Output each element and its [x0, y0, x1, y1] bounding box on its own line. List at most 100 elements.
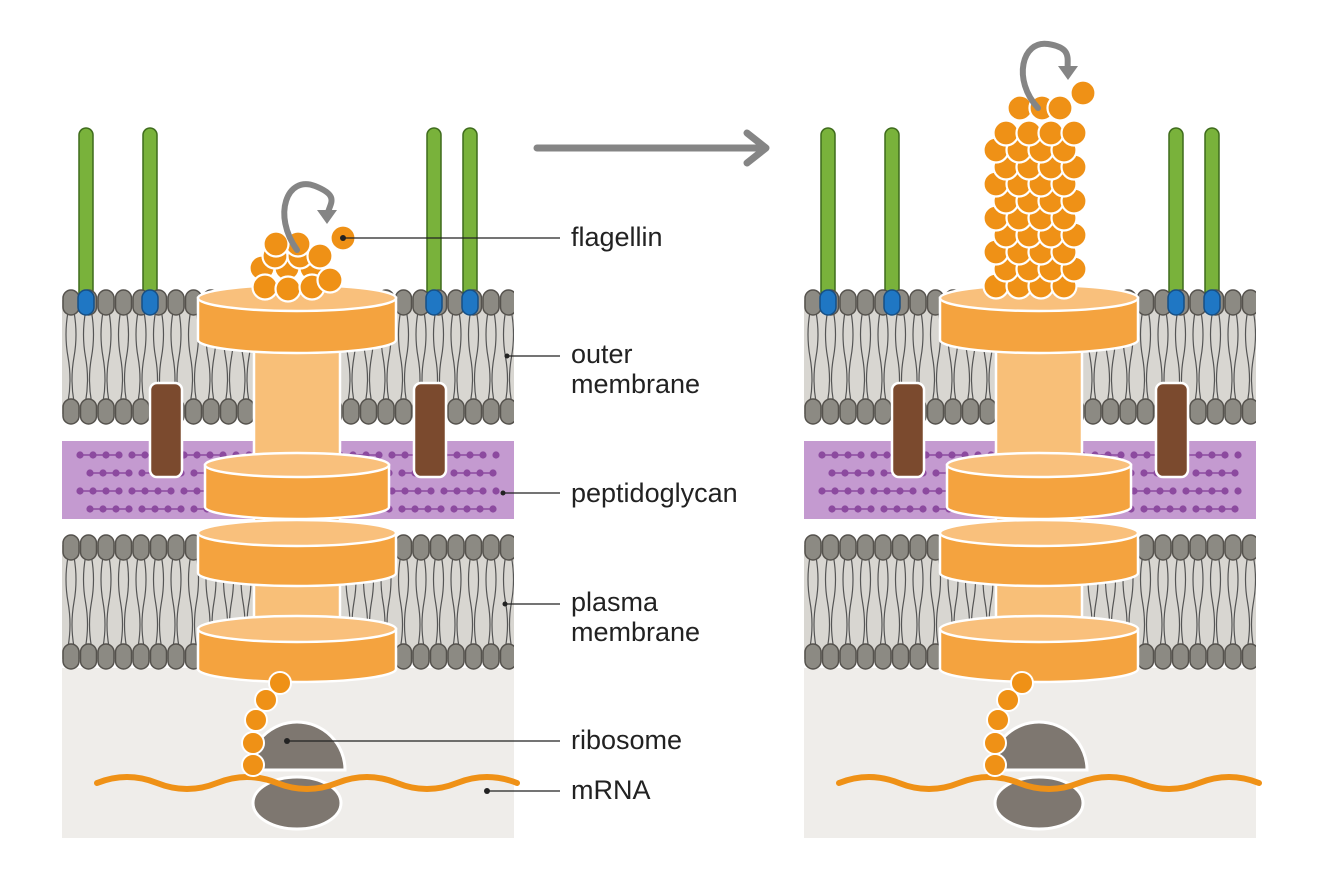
lipid-head [1241, 289, 1256, 316]
lipid-head [1241, 643, 1256, 670]
flagellin-cluster [248, 181, 357, 303]
label-outer-membrane: outer membrane [571, 339, 701, 399]
lipid-head [874, 398, 892, 425]
lipid-head [1136, 289, 1155, 316]
flagellin-bead [1037, 119, 1065, 147]
nascent-peptide-bead [983, 753, 1007, 777]
flagellar-motor [938, 283, 1140, 684]
ring-top [203, 451, 391, 479]
lipid-tail [865, 311, 872, 403]
nascent-peptide-bead [986, 708, 1010, 732]
lipid-head [944, 398, 962, 425]
lipid-head [1136, 398, 1155, 425]
label-plasma-membrane: plasma membrane [571, 587, 701, 647]
lipid-tail [65, 556, 71, 648]
lipid-tail [415, 556, 421, 648]
lipid-tail [1145, 556, 1152, 648]
nascent-peptide-bead [268, 671, 292, 695]
early-assembly-panel [62, 127, 520, 838]
lipid-tail [859, 311, 866, 403]
lipid-head [804, 289, 822, 316]
lipid-tail [135, 311, 141, 403]
lipid-head [394, 398, 413, 425]
leader-lines [287, 237, 560, 792]
lipid-head [1241, 398, 1256, 425]
lipid-tail [450, 556, 456, 648]
lipid-head [132, 643, 150, 670]
lipid-head [149, 534, 168, 561]
lipid-head [149, 643, 168, 670]
lipid-head [412, 643, 430, 670]
lipid-head [114, 534, 133, 561]
ring-side [203, 463, 391, 521]
lipid-head [821, 534, 840, 561]
lipid-head [1224, 643, 1242, 670]
lipid-tail [123, 556, 130, 648]
lipid-tail [187, 556, 194, 648]
lipid-tail [65, 311, 71, 403]
lipid-tail [830, 556, 837, 648]
lipid-head [1206, 534, 1225, 561]
lipid-tail [1192, 311, 1198, 403]
lipid-tail [1227, 311, 1233, 403]
motor-ring [945, 451, 1133, 521]
motor-ring [196, 614, 398, 684]
mrna-strand [836, 774, 1262, 792]
lipid-head [114, 289, 133, 316]
lipid-tail [467, 311, 474, 403]
curved-arrow-icon [281, 181, 337, 253]
lipid-tail [848, 311, 854, 403]
lipid-head [821, 643, 840, 670]
lipid-head [114, 398, 133, 425]
lipid-tail [491, 556, 497, 648]
lipid-tail [1215, 311, 1222, 403]
lipid-tail [1250, 556, 1256, 648]
lipid-tail [1244, 556, 1251, 648]
lps-stalk [426, 127, 442, 304]
lipid-tail [485, 556, 491, 648]
lps-anchor [141, 289, 159, 316]
lipid-head [961, 398, 980, 425]
lipid-head [909, 643, 927, 670]
lipid-tail [848, 556, 854, 648]
ring-top [945, 451, 1133, 479]
lipid-head [482, 289, 500, 316]
lipid-head [909, 289, 927, 316]
ring-side [945, 463, 1133, 521]
lipid-head [377, 398, 395, 425]
lipid-head [1171, 534, 1190, 561]
lipid-tail [152, 556, 159, 648]
lps-anchor [1167, 289, 1185, 316]
lipid-head [429, 643, 448, 670]
lipid-tail [1139, 556, 1146, 648]
lipid-head [464, 534, 483, 561]
lipid-tail [929, 311, 936, 403]
ring-side [196, 627, 398, 684]
lipid-head [97, 289, 115, 316]
lipid-tail [456, 311, 462, 403]
lipid-head [62, 534, 80, 561]
membrane-protein [1154, 381, 1190, 479]
lipid-head [804, 534, 822, 561]
lps-anchor [461, 289, 479, 316]
lipid-head [1206, 398, 1225, 425]
lipid-tail [403, 311, 410, 403]
flagellar-motor [196, 283, 398, 684]
lipid-tail [473, 311, 480, 403]
ring-side [938, 627, 1140, 684]
peptidoglycan-bead [492, 487, 500, 495]
lipid-head [839, 398, 857, 425]
lps-anchor [1203, 289, 1221, 316]
lipid-tail [1233, 556, 1239, 648]
lipid-tail [473, 556, 480, 648]
lipid-tail [158, 556, 165, 648]
lipid-tail [1157, 556, 1163, 648]
lipid-tail [88, 556, 95, 648]
lipid-tail [877, 556, 883, 648]
lps-stalk [142, 127, 158, 304]
lipid-tail [842, 311, 848, 403]
lipid-tail [813, 556, 819, 648]
mrna-strand [94, 774, 520, 792]
membrane-proteins [77, 289, 479, 479]
